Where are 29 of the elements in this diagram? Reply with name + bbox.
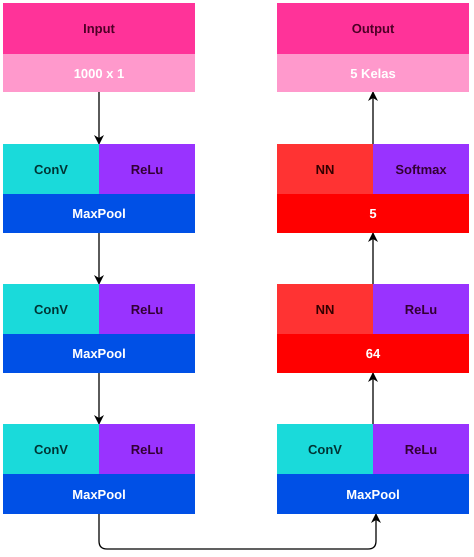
activation-cell: ReLu (99, 284, 195, 334)
arrow (98, 513, 381, 550)
activation-cell: Softmax (373, 144, 469, 194)
layer-cell: ConV (3, 424, 99, 474)
size-cell: 1000 x 1 (3, 54, 195, 92)
arrow (368, 91, 378, 144)
pooling-cell: MaxPool (277, 474, 469, 514)
units-cell: 5 (277, 194, 469, 233)
title-cell: Output (277, 3, 469, 54)
layer-cell: ConV (277, 424, 373, 474)
title-cell: Input (3, 3, 195, 54)
layer-cell: ConV (3, 144, 99, 194)
activation-cell: ReLu (99, 424, 195, 474)
arrow (368, 232, 378, 284)
arrow (368, 372, 378, 424)
layer-cell: NN (277, 284, 373, 334)
layer-cell: NN (277, 144, 373, 194)
activation-cell: ReLu (99, 144, 195, 194)
units-cell: 64 (277, 334, 469, 373)
pooling-cell: MaxPool (3, 194, 195, 233)
pooling-cell: MaxPool (3, 334, 195, 373)
arrow (94, 233, 104, 285)
activation-cell: ReLu (373, 284, 469, 334)
layer-cell: ConV (3, 284, 99, 334)
arrow (94, 92, 104, 145)
pooling-cell: MaxPool (3, 474, 195, 514)
activation-cell: ReLu (373, 424, 469, 474)
size-cell: 5 Kelas (277, 54, 469, 92)
arrow (94, 373, 104, 425)
